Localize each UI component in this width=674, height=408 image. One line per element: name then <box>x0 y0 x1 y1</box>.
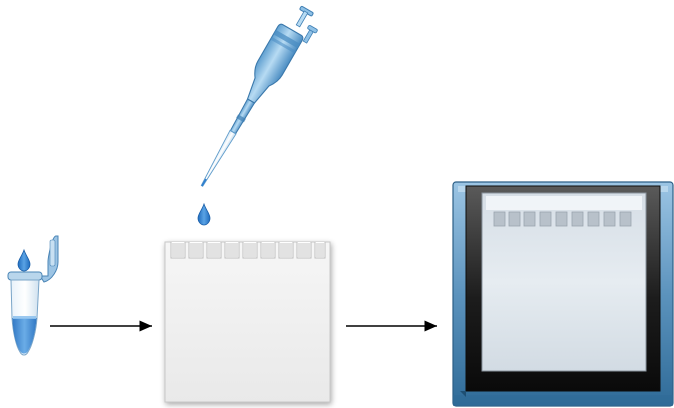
tube-liquid-icon <box>13 318 37 354</box>
pipette-icon <box>190 6 318 225</box>
imaged-gel-wells <box>494 212 631 226</box>
gel-wells-icon <box>165 242 330 402</box>
microcentrifuge-tube-icon <box>8 236 58 355</box>
pipette-droplet-icon <box>198 204 210 225</box>
tube-droplet-icon <box>18 250 30 271</box>
gel-imager-icon <box>453 182 673 406</box>
